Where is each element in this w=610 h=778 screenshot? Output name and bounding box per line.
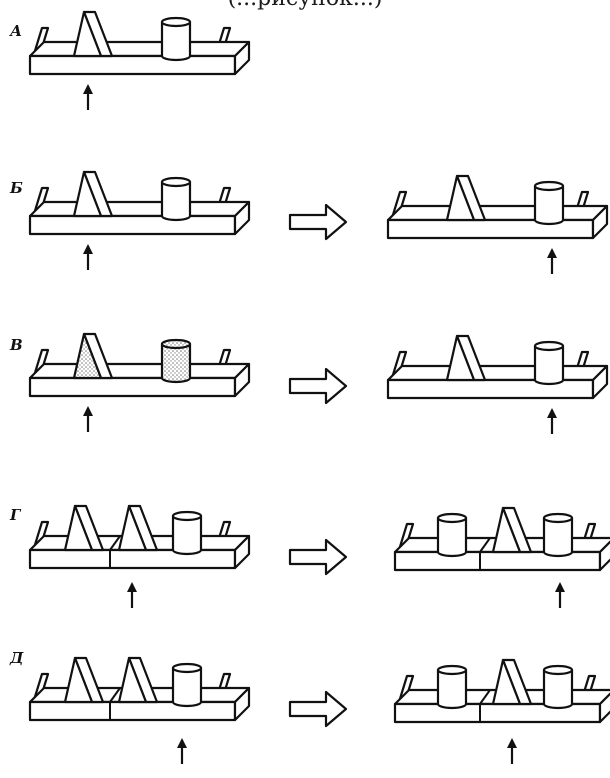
row-v — [28, 332, 609, 436]
row-label-b: Б — [9, 179, 23, 197]
row-label-a: А — [9, 22, 22, 40]
prism-g-left-1 — [63, 504, 105, 552]
support-arrow-g-right — [553, 580, 567, 610]
row-a — [28, 10, 251, 112]
support-arrow-b-left — [81, 242, 95, 272]
cylinder-a-left — [160, 16, 192, 62]
cylinder-g-right-2 — [542, 512, 574, 558]
support-arrow-v-left — [81, 404, 95, 434]
row-label-v: В — [9, 336, 23, 354]
tray-b-right — [386, 190, 609, 240]
prism-v-left-stippled — [72, 332, 114, 380]
tray-a-left — [28, 26, 251, 76]
support-arrow-b-right — [545, 246, 559, 276]
prism-v-right — [445, 334, 487, 382]
top-cropped-text: (...рисунок...) — [0, 0, 610, 22]
row-d — [28, 656, 610, 766]
support-arrow-v-right — [545, 406, 559, 436]
prism-g-right — [491, 506, 533, 554]
cylinder-d-left — [171, 662, 203, 708]
prism-d-left-2 — [117, 656, 159, 704]
transition-arrow-b — [288, 203, 348, 241]
cylinder-d-right-2 — [542, 664, 574, 710]
row-label-d: Д — [9, 649, 24, 667]
prism-a-left — [72, 10, 114, 58]
support-arrow-g-left — [125, 580, 139, 610]
row-label-g: Г — [9, 506, 22, 524]
tray-b-left — [28, 186, 251, 236]
prism-g-left-2 — [117, 504, 159, 552]
transition-arrow-v — [288, 367, 348, 405]
prism-b-left — [72, 170, 114, 218]
transition-arrow-d — [288, 690, 348, 728]
support-arrow-d-right — [505, 736, 519, 766]
prism-b-right — [445, 174, 487, 222]
cylinder-d-right-1 — [436, 664, 468, 710]
cylinder-b-left — [160, 176, 192, 222]
prism-d-left-1 — [63, 656, 105, 704]
transition-arrow-g — [288, 538, 348, 576]
prism-d-right — [491, 658, 533, 706]
tray-v-right — [386, 350, 609, 400]
row-g — [28, 504, 610, 610]
top-cropped-text-label: (...рисунок...) — [228, 0, 383, 11]
cylinder-v-left-stippled — [160, 338, 192, 384]
cylinder-g-right-1 — [436, 512, 468, 558]
cylinder-g-left — [171, 510, 203, 556]
cylinder-v-right — [533, 340, 565, 386]
support-arrow-d-left — [175, 736, 189, 766]
row-b — [28, 170, 609, 276]
support-arrow-a-left — [81, 82, 95, 112]
tray-v-left — [28, 348, 251, 398]
cylinder-b-right — [533, 180, 565, 226]
